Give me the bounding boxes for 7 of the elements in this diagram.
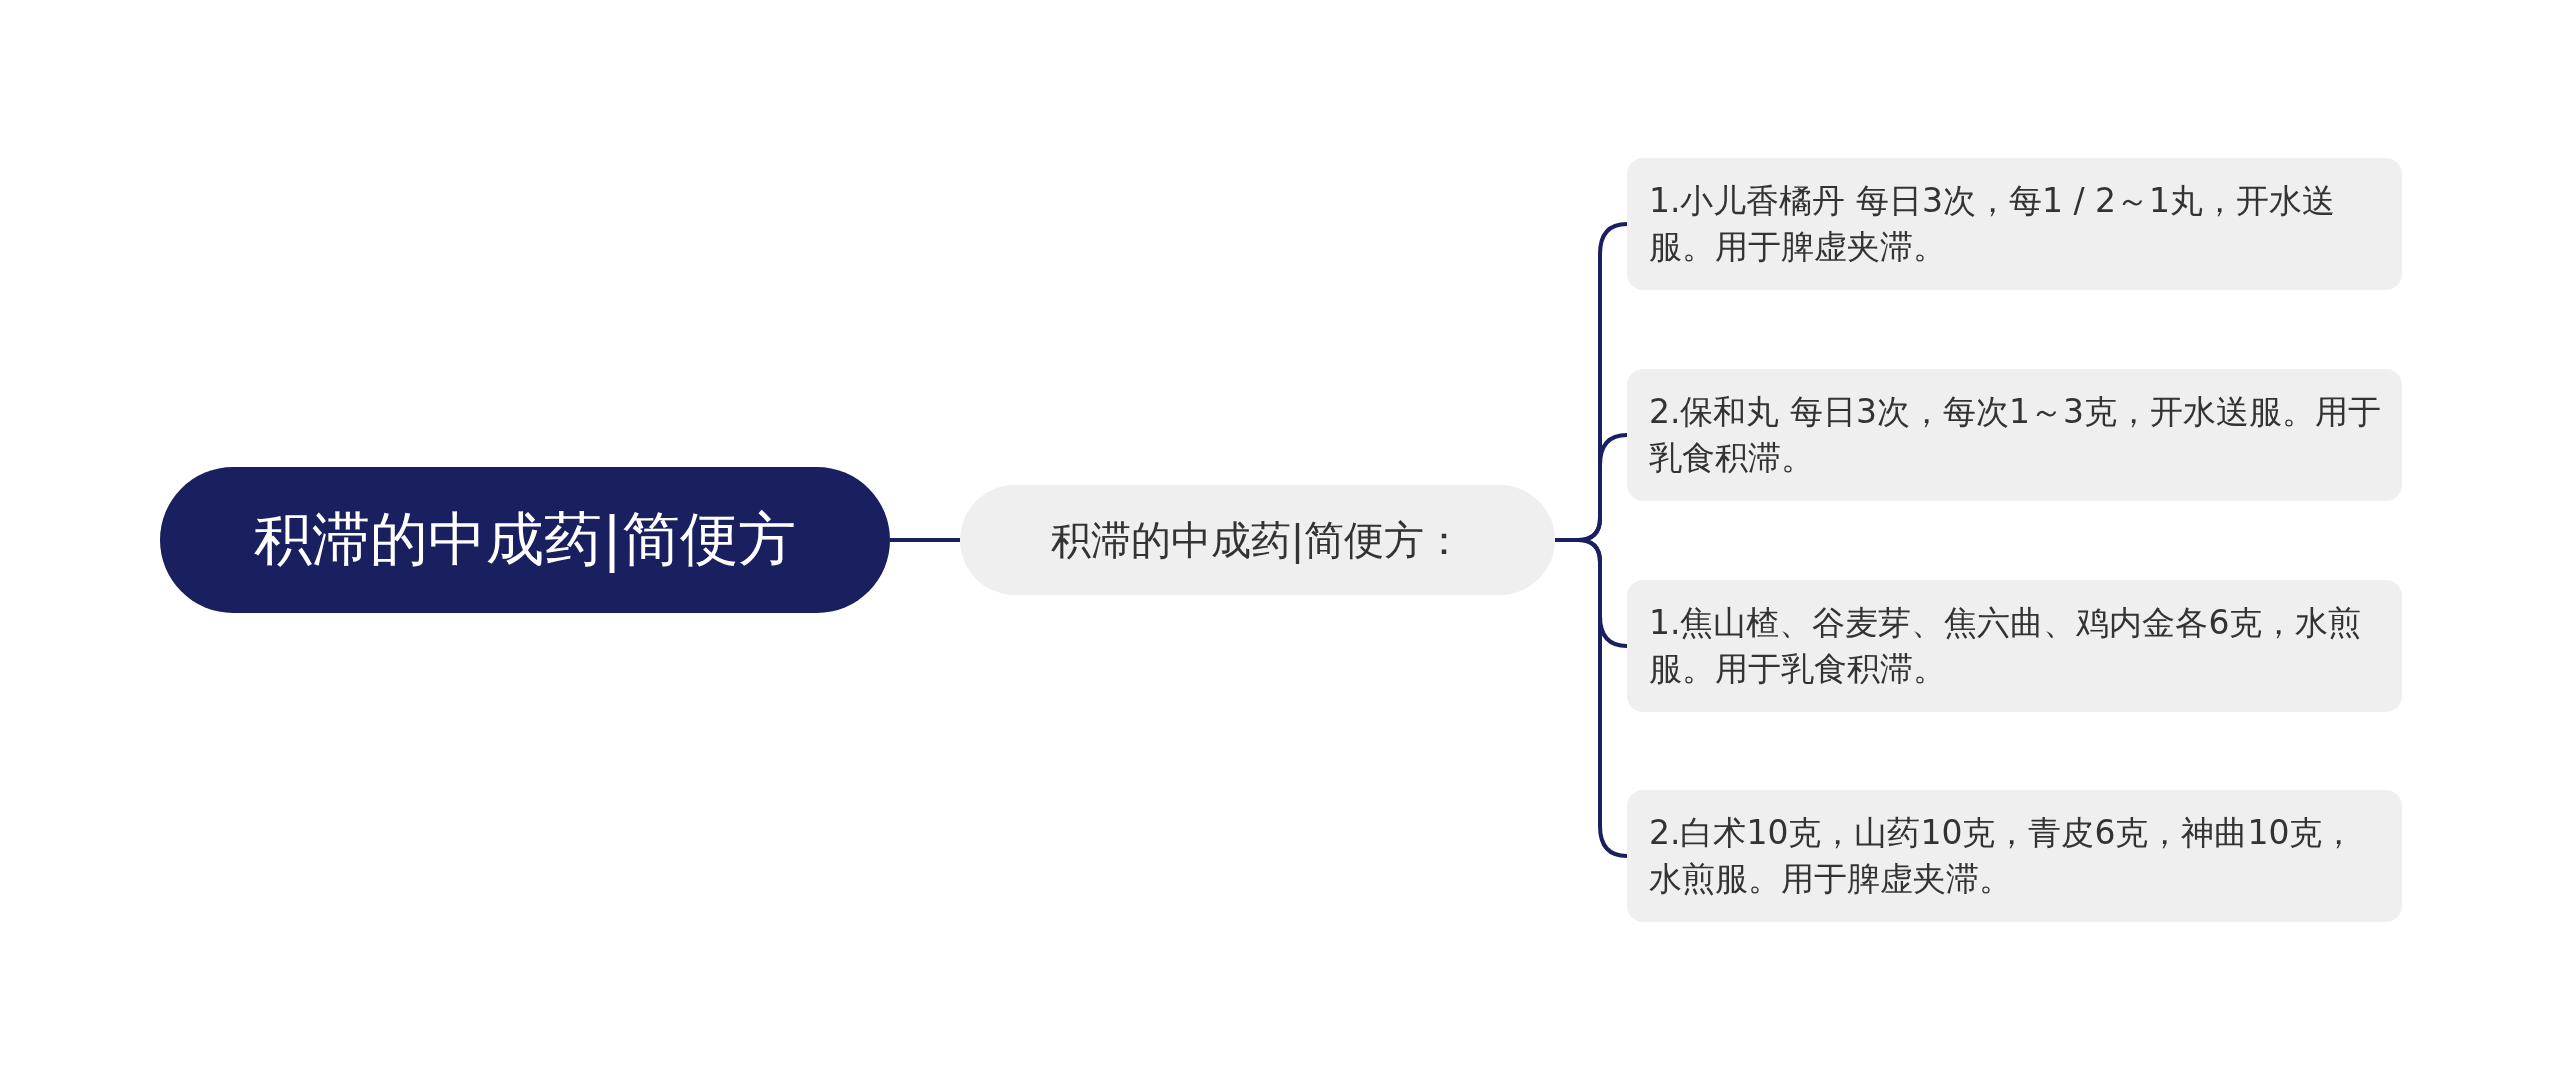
topic-node: 积滞的中成药|简便方： [960,485,1555,595]
note-box: 2.白术10克，山药10克，青皮6克，神曲10克，水煎服。用于脾虚夹滞。 [1627,790,2402,922]
note-box: 1.小儿香橘丹 每日3次，每1 / 2～1丸，开水送服。用于脾虚夹滞。 [1627,158,2402,290]
note-box: 1.焦山楂、谷麦芽、焦六曲、鸡内金各6克，水煎服。用于乳食积滞。 [1627,580,2402,712]
note-box: 2.保和丸 每日3次，每次1～3克，开水送服。用于乳食积滞。 [1627,369,2402,501]
connector-line [890,538,960,542]
root-node: 积滞的中成药|简便方 [160,467,890,613]
